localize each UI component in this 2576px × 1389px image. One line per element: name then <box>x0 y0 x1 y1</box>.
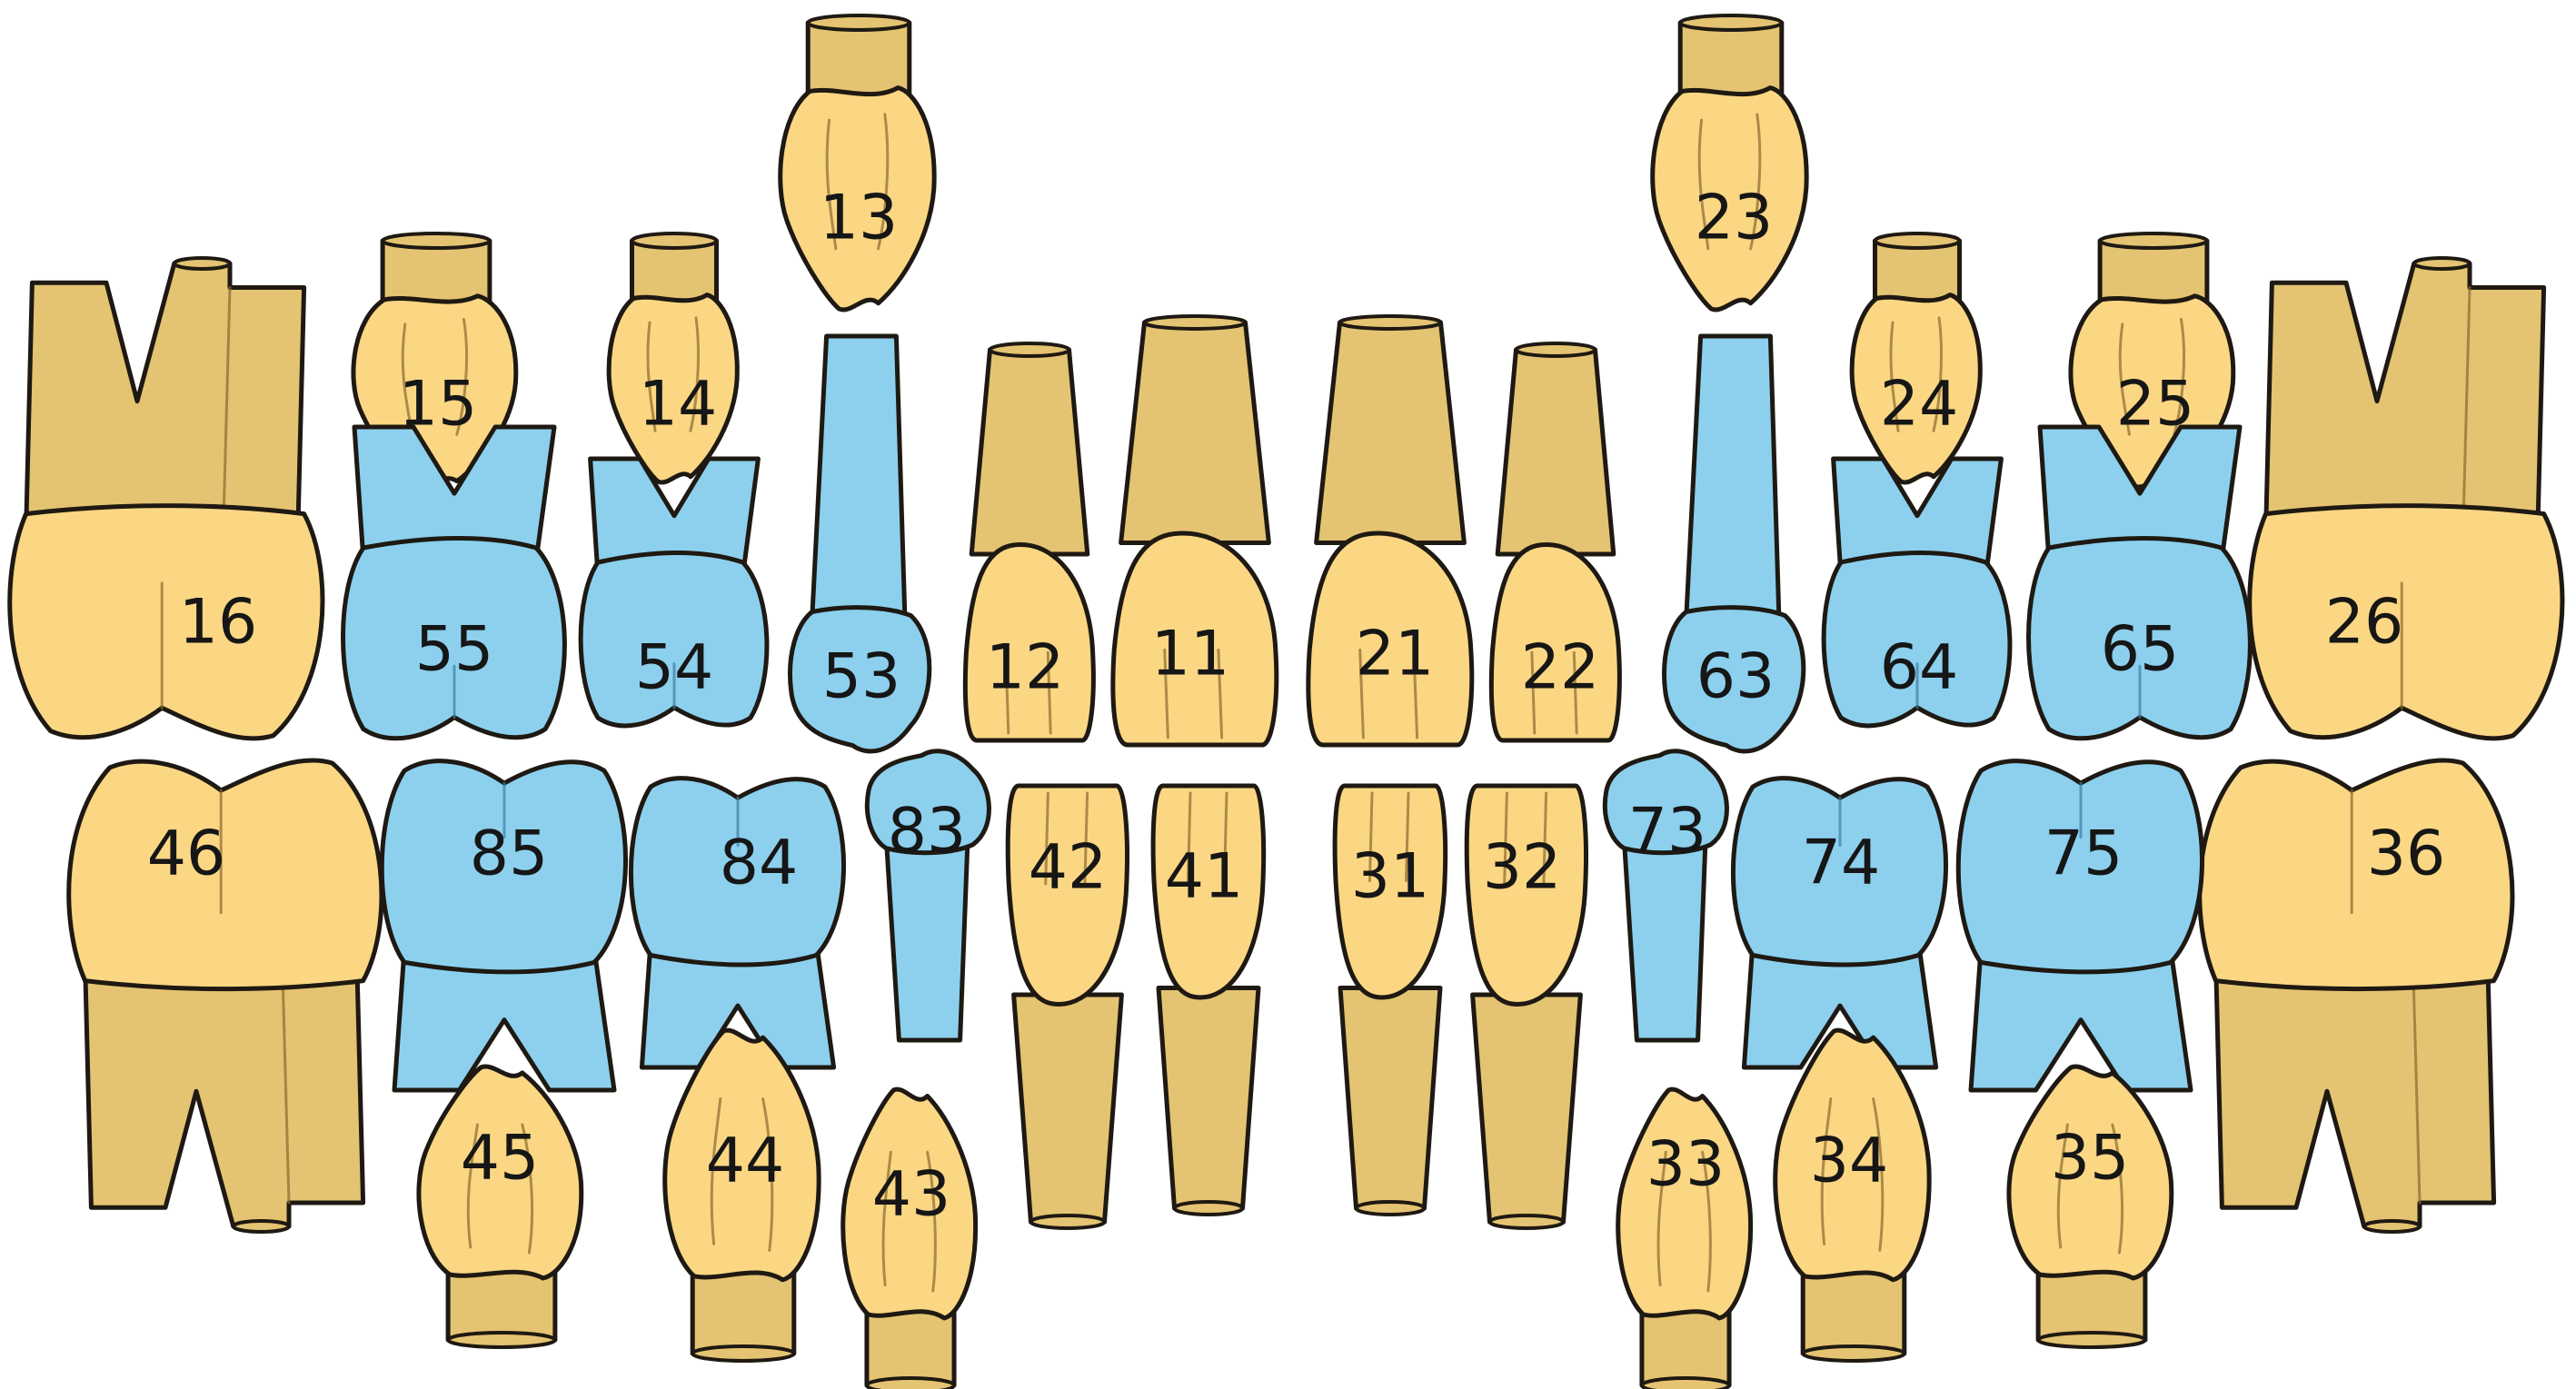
tooth-label: 23 <box>1695 183 1774 254</box>
tooth-shape <box>1852 233 1980 482</box>
tooth-shape <box>1653 15 1806 310</box>
tooth-label: 46 <box>147 819 226 890</box>
tooth-shape <box>2200 760 2512 1232</box>
tooth-label: 45 <box>461 1123 540 1195</box>
tooth-label: 12 <box>986 632 1065 704</box>
tooth-label: 74 <box>1802 828 1881 899</box>
tooth-label: 31 <box>1351 841 1430 913</box>
tooth-13: 13 <box>781 15 934 310</box>
tooth-shape <box>382 761 625 1090</box>
tooth-74: 74 <box>1733 779 1945 1067</box>
tooth-22: 22 <box>1491 343 1619 740</box>
tooth-label: 85 <box>470 819 549 890</box>
tooth-label: 21 <box>1356 619 1435 690</box>
tooth-41: 41 <box>1153 786 1264 1215</box>
tooth-shape <box>781 15 934 310</box>
tooth-83: 83 <box>867 751 989 1040</box>
tooth-label: 11 <box>1151 619 1230 690</box>
tooth-label: 35 <box>2051 1123 2130 1195</box>
tooth-label: 13 <box>820 183 899 254</box>
tooth-36: 36 <box>2200 760 2512 1232</box>
tooth-label: 42 <box>1029 832 1108 904</box>
tooth-shape <box>2009 1067 2172 1347</box>
tooth-45: 45 <box>419 1067 582 1347</box>
tooth-23: 23 <box>1653 15 1806 310</box>
tooth-shape <box>2250 258 2562 739</box>
tooth-label: 36 <box>2367 819 2446 890</box>
tooth-label: 34 <box>1810 1126 1889 1197</box>
tooth-label: 44 <box>706 1126 785 1197</box>
tooth-label: 53 <box>822 641 901 713</box>
tooth-shape <box>631 779 843 1067</box>
tooth-label: 63 <box>1696 641 1775 713</box>
tooth-label: 22 <box>1521 632 1600 704</box>
tooth-shape <box>419 1067 582 1347</box>
tooth-46: 46 <box>69 760 382 1232</box>
tooth-14: 14 <box>609 233 737 482</box>
tooth-84: 84 <box>631 779 843 1067</box>
tooth-label: 54 <box>635 632 714 704</box>
tooth-35: 35 <box>2009 1067 2172 1347</box>
tooth-32: 32 <box>1467 786 1586 1228</box>
tooth-label: 14 <box>639 369 718 441</box>
tooth-label: 32 <box>1483 832 1562 904</box>
tooth-44: 44 <box>665 1030 819 1361</box>
tooth-label: 16 <box>179 587 258 659</box>
tooth-33: 33 <box>1618 1089 1751 1389</box>
tooth-12: 12 <box>965 343 1093 740</box>
tooth-63: 63 <box>1665 336 1804 751</box>
tooth-73: 73 <box>1605 751 1726 1040</box>
tooth-64: 64 <box>1824 459 2010 726</box>
tooth-label: 33 <box>1646 1129 1726 1201</box>
tooth-53: 53 <box>791 336 930 751</box>
tooth-label: 26 <box>2325 587 2404 659</box>
tooth-label: 75 <box>2044 819 2123 890</box>
tooth-label: 24 <box>1880 369 1959 441</box>
tooth-shape <box>843 1089 976 1389</box>
tooth-label: 41 <box>1165 841 1244 913</box>
tooth-label: 83 <box>888 796 967 868</box>
tooth-label: 84 <box>720 828 799 899</box>
tooth-label: 43 <box>872 1159 951 1231</box>
tooth-label: 73 <box>1628 796 1707 868</box>
tooth-42: 42 <box>1008 786 1127 1228</box>
tooth-11: 11 <box>1113 316 1277 745</box>
tooth-label: 65 <box>2101 614 2180 686</box>
tooth-shape <box>609 233 737 482</box>
tooth-24: 24 <box>1852 233 1980 482</box>
tooth-shape <box>1733 779 1945 1067</box>
tooth-54: 54 <box>581 459 767 726</box>
tooth-34: 34 <box>1775 1030 1929 1361</box>
tooth-shape <box>10 258 323 739</box>
tooth-21: 21 <box>1308 316 1472 745</box>
tooth-16: 16 <box>10 258 323 739</box>
tooth-26: 26 <box>2250 258 2562 739</box>
tooth-75: 75 <box>1958 761 2202 1090</box>
tooth-85: 85 <box>382 761 625 1090</box>
tooth-label: 64 <box>1880 632 1959 704</box>
tooth-label: 55 <box>415 614 494 686</box>
tooth-43: 43 <box>843 1089 976 1389</box>
tooth-31: 31 <box>1335 786 1446 1215</box>
tooth-shape <box>1958 761 2202 1090</box>
